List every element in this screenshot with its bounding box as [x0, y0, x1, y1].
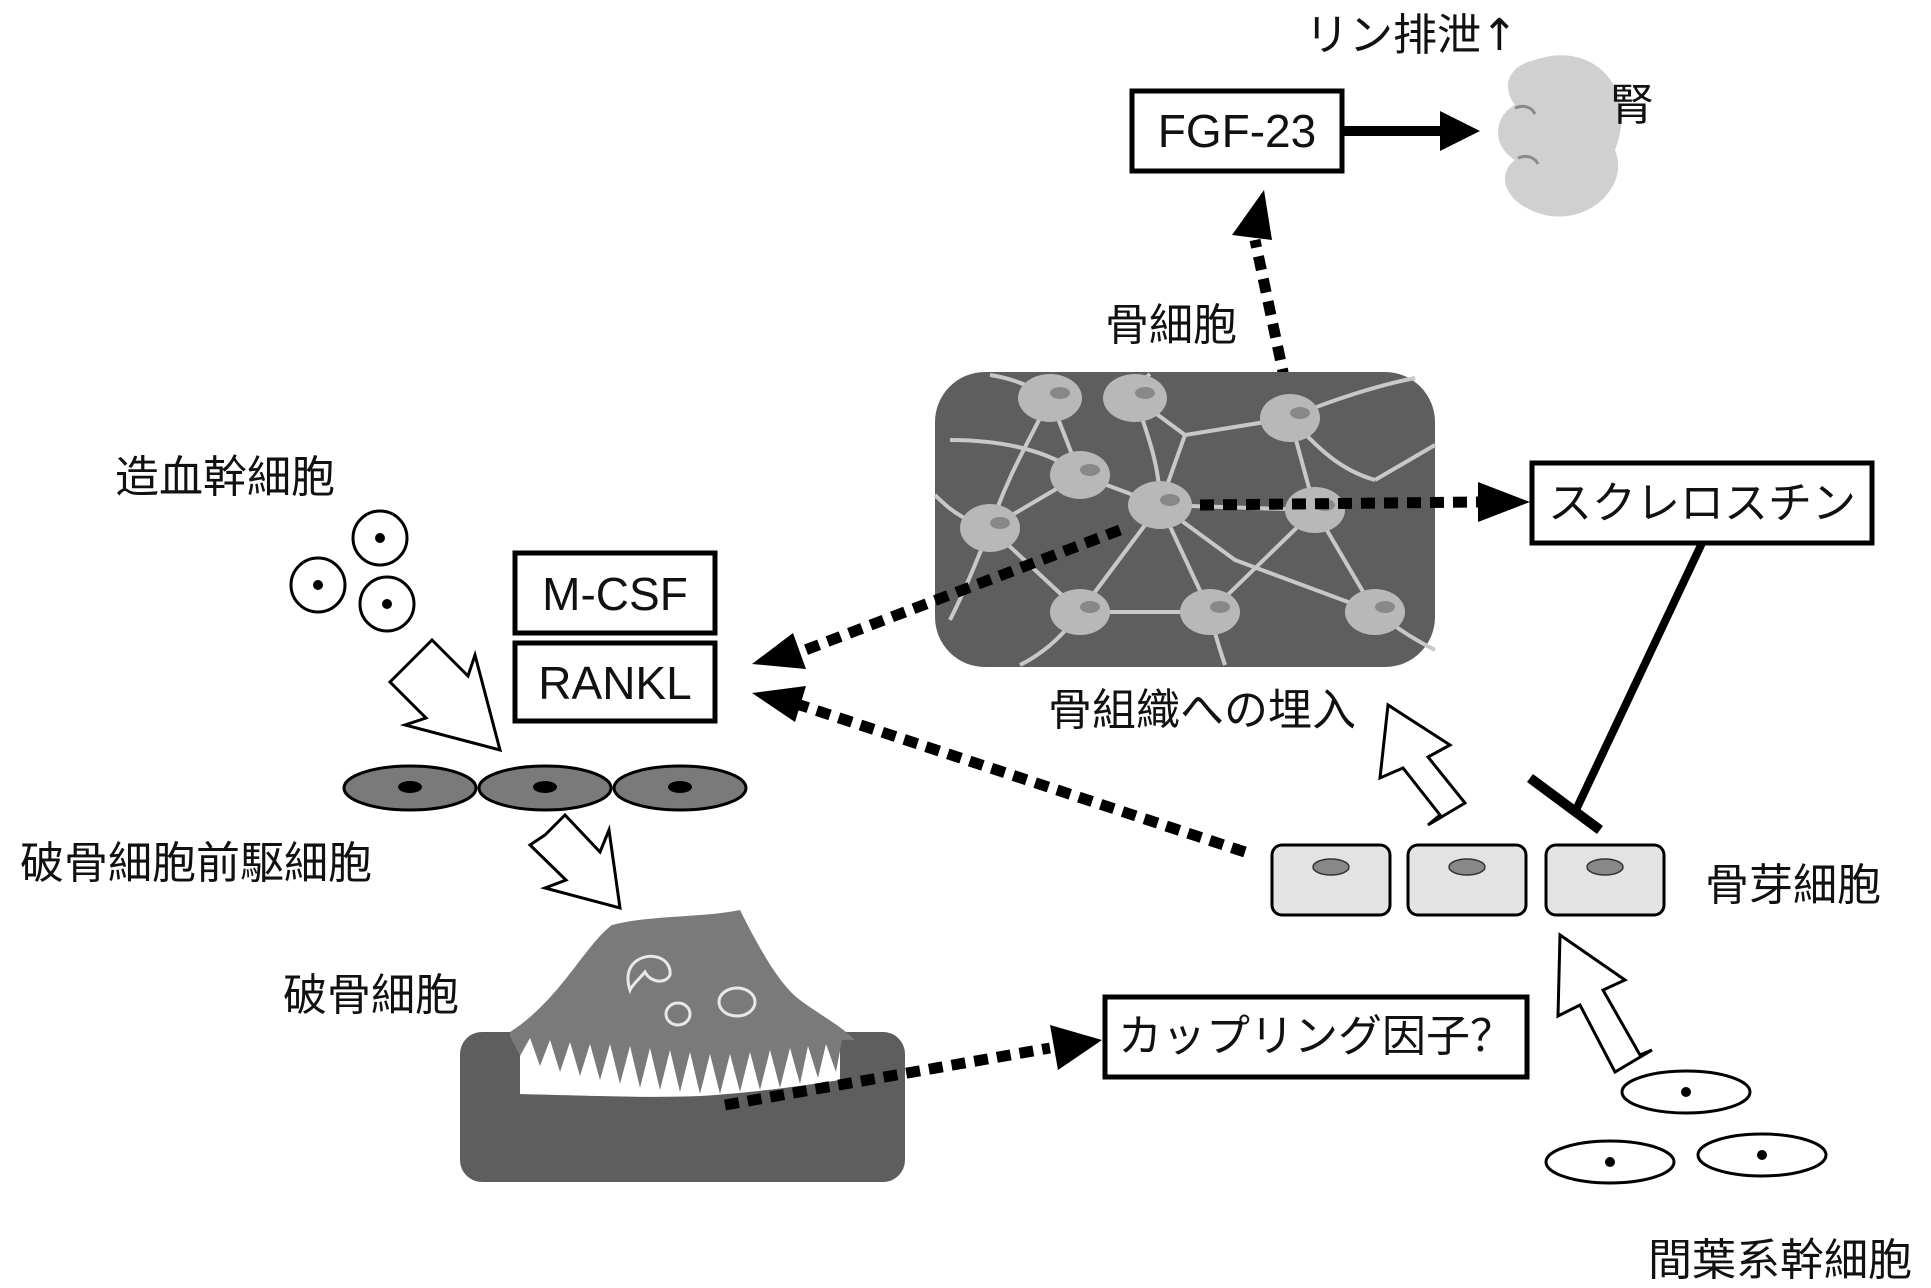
osteocyte-to-fgf23-arrowhead — [1232, 190, 1272, 240]
osteoblast-label: 骨芽細胞 — [1705, 860, 1881, 911]
rankl-label: RANKL — [538, 657, 691, 709]
kidney-label: 腎 — [1610, 80, 1654, 131]
fgf23-box — [1129, 88, 1345, 174]
osteoclast-cell — [510, 910, 855, 1094]
osteocyte-to-sclerostin-arrowhead — [1478, 482, 1530, 522]
osteoclast-precursor-label: 破骨細胞前駆細胞 — [20, 838, 372, 889]
fgf23-label: FGF-23 — [1158, 105, 1316, 157]
sclerostin-inhibition-line — [1571, 541, 1706, 814]
osteoblast-to-rankl-arrowhead — [752, 686, 806, 722]
bone-to-coupling-arrowhead — [1050, 1025, 1102, 1070]
sclerostin-label: スクレロスチン — [1548, 478, 1856, 529]
kidney-icon — [1498, 55, 1622, 217]
bone-tissue — [933, 372, 1437, 667]
osteocyte-to-rankl-arrowhead — [752, 633, 806, 669]
hsc-label: 造血幹細胞 — [115, 452, 335, 503]
precursor-to-osteoclast-arrow — [527, 812, 622, 911]
msc-to-osteoblast-arrow — [1556, 932, 1653, 1075]
phosphate-excretion-label: リン排泄↑ — [1305, 10, 1518, 61]
bone-to-coupling-arrow — [724, 1042, 1051, 1111]
osteocyte-cells — [960, 374, 1405, 635]
mcsf-box — [512, 550, 718, 636]
osteocyte-to-rankl-arrow — [798, 524, 1122, 658]
embedding-label: 骨組織への埋入 — [1048, 685, 1356, 736]
mcsf-label: M-CSF — [542, 568, 688, 620]
osteoblast-cells — [1270, 843, 1666, 917]
coupling-factor-label: カップリング因子？ — [1118, 1011, 1514, 1062]
osteoblast-to-tissue-arrow — [1378, 702, 1468, 827]
hsc-cells — [289, 509, 416, 633]
rankl-box — [512, 640, 718, 724]
sclerostin-inhibition-bar — [1527, 773, 1603, 835]
osteocyte-nuclei — [990, 387, 1395, 613]
osteocyte-label: 骨細胞 — [1105, 300, 1237, 351]
hsc-to-precursor-arrow — [387, 637, 503, 753]
msc-label: 間葉系幹細胞 — [1648, 1235, 1912, 1286]
osteoblast-to-rankl-arrow — [798, 699, 1247, 858]
osteoclast-label: 破骨細胞 — [283, 970, 459, 1021]
coupling-factor-box — [1102, 994, 1530, 1080]
osteocyte-to-sclerostin-arrow — [1199, 496, 1481, 511]
